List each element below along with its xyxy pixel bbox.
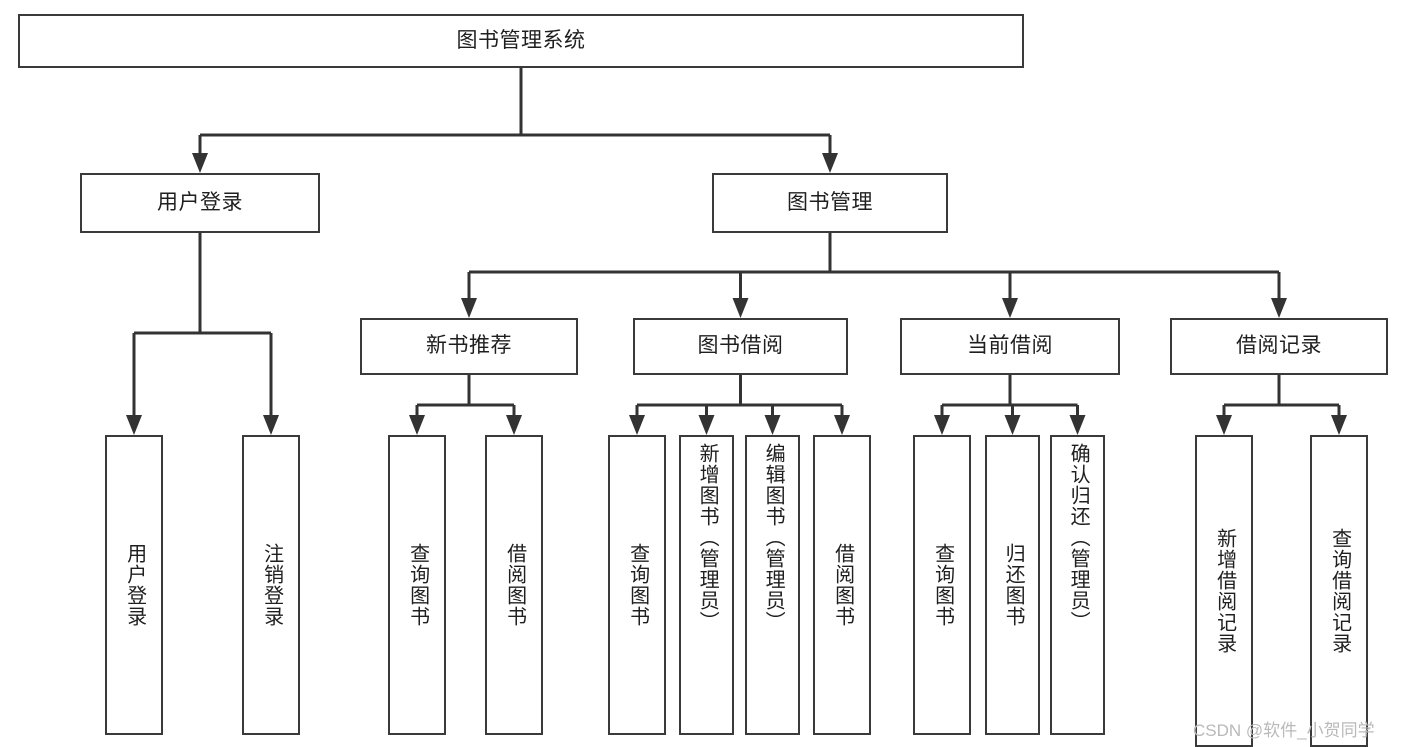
arrowhead-l_q2 <box>629 415 645 435</box>
node-label-l_add: 新增图书（管理员） <box>696 443 719 632</box>
node-label-l_q1: 查询图书 <box>406 543 429 627</box>
arrowhead-l_q3 <box>934 415 950 435</box>
node-label-borrow: 图书借阅 <box>697 334 784 358</box>
node-l_add[interactable]: 新增图书（管理员） <box>679 435 734 735</box>
node-label-root: 图书管理系统 <box>456 28 586 52</box>
node-root[interactable]: 图书管理系统 <box>18 14 1024 68</box>
node-newbook[interactable]: 新书推荐 <box>360 318 578 375</box>
node-l_qrec[interactable]: 查询借阅记录 <box>1310 435 1368 747</box>
node-label-records: 借阅记录 <box>1236 334 1322 358</box>
arrowhead-bookmgmt <box>822 153 838 173</box>
arrowhead-l_q1 <box>409 415 425 435</box>
arrowhead-l_confirm <box>1069 415 1086 435</box>
node-label-l_q2: 查询图书 <box>626 543 649 627</box>
node-label-current: 当前借阅 <box>967 334 1053 358</box>
node-login[interactable]: 用户登录 <box>80 173 320 233</box>
node-label-l_edit: 编辑图书（管理员） <box>762 443 785 632</box>
node-l_q1[interactable]: 查询图书 <box>388 435 446 735</box>
arrowhead-records <box>1271 298 1287 318</box>
node-l_edit[interactable]: 编辑图书（管理员） <box>745 435 800 735</box>
node-l_confirm[interactable]: 确认归还（管理员） <box>1050 435 1105 735</box>
node-label-l_return: 归还图书 <box>1002 543 1025 627</box>
node-l_return[interactable]: 归还图书 <box>985 435 1040 735</box>
arrowhead-current <box>1002 298 1018 318</box>
node-label-l_confirm: 确认归还（管理员） <box>1067 443 1090 632</box>
arrowhead-l_login <box>126 415 142 435</box>
node-label-l_login: 用户登录 <box>123 543 146 627</box>
arrowhead-l_b1 <box>506 415 522 435</box>
arrowhead-l_addrec <box>1216 415 1232 435</box>
node-l_b1[interactable]: 借阅图书 <box>485 435 543 735</box>
arrowhead-l_qrec <box>1331 415 1347 435</box>
node-borrow[interactable]: 图书借阅 <box>633 318 848 375</box>
node-label-l_qrec: 查询借阅记录 <box>1328 528 1351 654</box>
node-label-l_b1: 借阅图书 <box>503 543 526 627</box>
node-label-l_b2: 借阅图书 <box>831 543 854 627</box>
node-l_logout[interactable]: 注销登录 <box>242 435 300 735</box>
node-l_b2[interactable]: 借阅图书 <box>813 435 871 735</box>
arrowhead-l_logout <box>263 415 279 435</box>
node-label-login: 用户登录 <box>157 190 243 214</box>
node-l_q2[interactable]: 查询图书 <box>608 435 666 735</box>
node-label-l_addrec: 新增借阅记录 <box>1213 528 1236 654</box>
arrowhead-l_edit <box>764 415 781 435</box>
node-l_login[interactable]: 用户登录 <box>105 435 163 735</box>
node-label-l_logout: 注销登录 <box>260 543 283 627</box>
node-l_q3[interactable]: 查询图书 <box>913 435 971 735</box>
arrowhead-borrow <box>732 298 749 318</box>
node-label-newbook: 新书推荐 <box>426 334 512 358</box>
node-label-bookmgmt: 图书管理 <box>787 190 873 214</box>
node-label-l_q3: 查询图书 <box>931 543 954 627</box>
node-current[interactable]: 当前借阅 <box>900 318 1120 375</box>
arrowhead-l_return <box>1004 415 1021 435</box>
arrowhead-login <box>192 153 208 173</box>
node-bookmgmt[interactable]: 图书管理 <box>712 173 948 233</box>
arrowhead-l_b2 <box>834 415 850 435</box>
arrowhead-newbook <box>461 298 477 318</box>
arrowhead-l_add <box>698 415 715 435</box>
node-l_addrec[interactable]: 新增借阅记录 <box>1195 435 1253 747</box>
node-records[interactable]: 借阅记录 <box>1170 318 1388 375</box>
